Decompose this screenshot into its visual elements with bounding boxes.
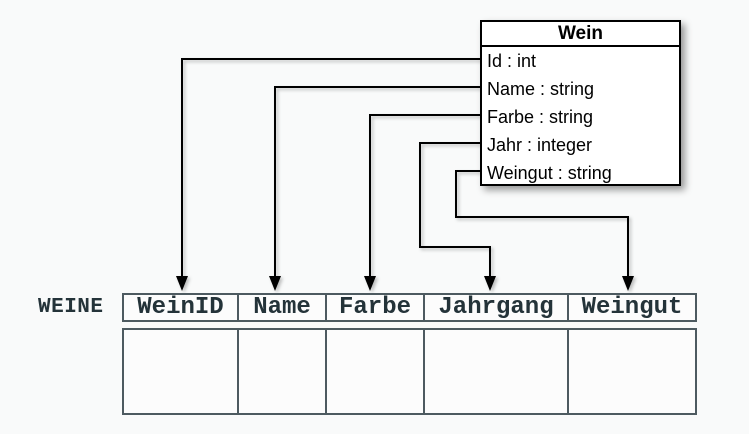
empty-cell: [122, 328, 237, 415]
arrowhead-icon: [622, 276, 634, 291]
column-header-name: Name: [237, 293, 325, 322]
arrowhead-icon: [364, 276, 376, 291]
class-attribute-list: Id : int Name : string Farbe : string Ja…: [482, 47, 679, 187]
empty-cell: [567, 328, 697, 415]
mapping-arrow-farbe-farbe: [364, 114, 481, 291]
uml-class-box-wein: Wein Id : int Name : string Farbe : stri…: [480, 20, 681, 186]
class-attribute-weingut: Weingut : string: [487, 163, 612, 183]
table-empty-row: [122, 328, 697, 415]
empty-cell: [423, 328, 567, 415]
mapping-arrow-jahr-jahrgang: [419, 142, 496, 291]
class-attribute-name: Name : string: [487, 79, 595, 99]
class-attribute-id: Id : int: [487, 51, 537, 71]
class-title: Wein: [482, 22, 679, 47]
empty-cell: [325, 328, 423, 415]
class-attribute-farbe: Farbe : string: [487, 107, 594, 127]
arrowhead-icon: [269, 276, 281, 291]
class-attribute-jahr: Jahr : integer: [487, 135, 593, 155]
column-header-weingut: Weingut: [567, 293, 697, 322]
arrowhead-icon: [484, 276, 496, 291]
mapping-arrow-weingut-weingut: [455, 170, 634, 291]
mapping-arrow-id-weinid: [176, 58, 481, 291]
column-header-farbe: Farbe: [325, 293, 423, 322]
table-header-row: WeinID Name Farbe Jahrgang Weingut: [122, 293, 697, 322]
mapping-arrow-name-name: [269, 86, 481, 291]
column-header-weinid: WeinID: [122, 293, 237, 322]
column-header-jahrgang: Jahrgang: [423, 293, 567, 322]
empty-cell: [237, 328, 325, 415]
table-name-label: WEINE: [38, 296, 104, 319]
arrowhead-icon: [176, 276, 188, 291]
